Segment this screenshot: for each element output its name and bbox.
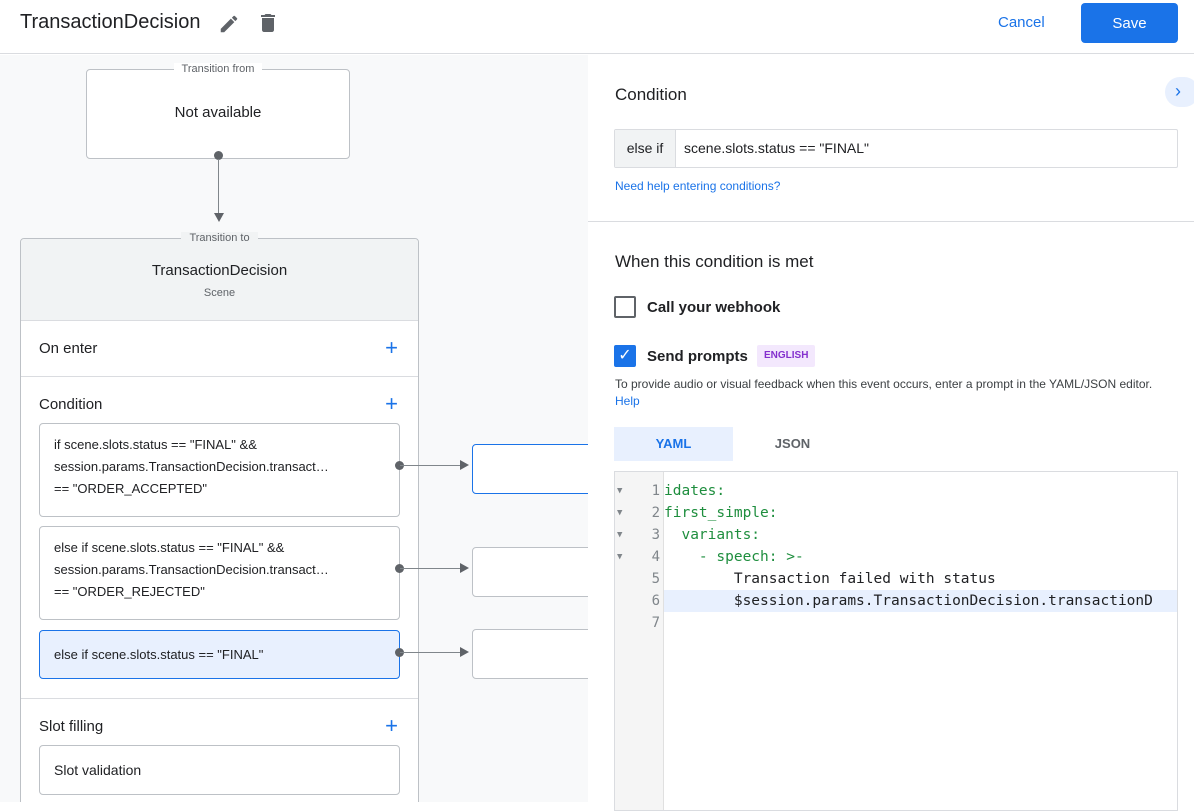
header: TransactionDecision Cancel Save <box>0 0 1194 54</box>
transition-to-legend: Transition to <box>181 232 258 244</box>
divider <box>588 221 1194 222</box>
code-content[interactable]: idates: first_simple: variants: - speech:… <box>664 480 1153 634</box>
editor-gutter <box>615 472 664 810</box>
condition-text: == "ORDER_REJECTED" <box>54 584 205 599</box>
connector-line <box>218 159 219 214</box>
description-text: To provide audio or visual feedback when… <box>615 377 1153 391</box>
condition-value[interactable]: scene.slots.status == "FINAL" <box>684 140 870 156</box>
arrow-icon <box>214 213 224 222</box>
scene-name: TransactionDecision <box>151 262 288 279</box>
add-on-enter-icon[interactable]: + <box>385 335 398 360</box>
active-line-highlight <box>664 590 1177 612</box>
tab-json[interactable]: JSON <box>774 436 811 451</box>
code-line: $session.params.TransactionDecision.tran… <box>664 593 1153 609</box>
scene-box: Transition to TransactionDecision Scene … <box>20 232 419 802</box>
slot-filling-section: Slot filling + Slot validation <box>21 698 418 802</box>
slot-filling-label: Slot filling <box>39 718 104 735</box>
condition-prefix: else if <box>615 130 676 167</box>
connector-line <box>400 568 462 569</box>
help-link[interactable]: Help <box>615 394 640 408</box>
flow-canvas: Transition from Not available Transition… <box>0 55 588 802</box>
met-heading: When this condition is met <box>615 252 814 271</box>
condition-section: Condition + if scene.slots.status == "FI… <box>21 376 418 698</box>
arrow-icon <box>460 647 469 657</box>
condition-label: Condition <box>39 396 103 413</box>
condition-help-link[interactable]: Need help entering conditions? <box>615 179 781 193</box>
prompt-description: To provide audio or visual feedback when… <box>615 376 1175 410</box>
connector-dot <box>395 564 404 573</box>
add-condition-icon[interactable]: + <box>385 391 398 416</box>
connector-dot <box>214 151 223 160</box>
webhook-checkbox[interactable] <box>614 296 636 318</box>
save-button[interactable]: Save <box>1081 3 1178 43</box>
transition-from-box: Transition from Not available <box>86 63 350 159</box>
language-badge: ENGLISH <box>757 345 816 367</box>
on-enter-section: On enter + <box>21 320 418 376</box>
condition-input[interactable]: else if scene.slots.status == "FINAL" <box>614 129 1178 168</box>
condition-text: else if scene.slots.status == "FINAL" <box>54 647 264 662</box>
condition-card-selected[interactable]: else if scene.slots.status == "FINAL" <box>39 630 400 679</box>
condition-heading: Condition <box>615 85 687 104</box>
condition-card[interactable]: else if scene.slots.status == "FINAL" &&… <box>39 526 400 620</box>
transition-target-box[interactable] <box>472 629 588 679</box>
send-prompts-label: Send prompts <box>647 348 748 365</box>
tab-yaml[interactable]: YAML <box>614 427 733 461</box>
connector-line <box>400 652 462 653</box>
condition-text: == "ORDER_ACCEPTED" <box>54 481 207 496</box>
webhook-label: Call your webhook <box>647 299 781 316</box>
code-line: - speech: >- <box>664 549 804 565</box>
transition-target-box[interactable] <box>472 444 588 494</box>
connector-dot <box>395 461 404 470</box>
cancel-button[interactable]: Cancel <box>998 14 1045 31</box>
transition-from-value: Not available <box>174 104 262 121</box>
fold-icons[interactable]: ▼▼▼▼ <box>617 486 623 562</box>
condition-text: session.params.TransactionDecision.trans… <box>54 562 329 577</box>
code-line: variants: <box>664 527 761 543</box>
collapse-panel-chevron-icon[interactable]: › <box>1165 77 1194 107</box>
transition-from-legend: Transition from <box>173 63 263 75</box>
transition-target-box[interactable] <box>472 547 588 597</box>
condition-text: if scene.slots.status == "FINAL" && <box>54 437 257 452</box>
send-prompts-checkbox[interactable]: ✓ <box>614 345 636 367</box>
trash-icon[interactable] <box>256 11 280 35</box>
slot-validation-card[interactable]: Slot validation <box>39 745 400 795</box>
page-title: TransactionDecision <box>20 11 201 33</box>
connector-line <box>400 465 462 466</box>
condition-card[interactable]: if scene.slots.status == "FINAL" && sess… <box>39 423 400 517</box>
arrow-icon <box>460 460 469 470</box>
slot-validation-label: Slot validation <box>54 762 142 778</box>
code-line: Transaction failed with status <box>664 571 996 587</box>
pencil-icon[interactable] <box>218 13 240 35</box>
condition-text: session.params.TransactionDecision.trans… <box>54 459 329 474</box>
code-line: idates: <box>664 483 726 499</box>
scene-label: Scene <box>203 287 236 299</box>
condition-panel: › Condition else if scene.slots.status =… <box>588 55 1194 811</box>
code-line: first_simple: <box>664 505 778 521</box>
add-slot-icon[interactable]: + <box>385 713 398 738</box>
on-enter-label: On enter <box>39 340 98 357</box>
condition-text: else if scene.slots.status == "FINAL" && <box>54 540 285 555</box>
arrow-icon <box>460 563 469 573</box>
connector-dot <box>395 648 404 657</box>
